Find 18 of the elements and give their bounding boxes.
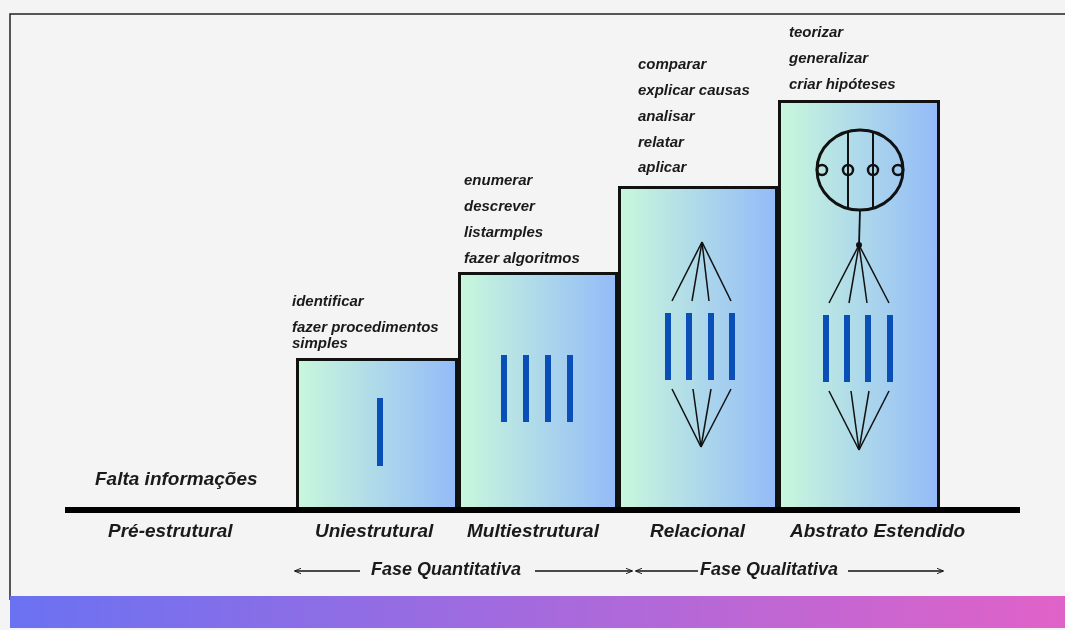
verb-text: descrever	[464, 198, 535, 214]
verb-text: comparar	[638, 56, 707, 72]
verb-text: identificar	[292, 293, 364, 309]
verb-text: teorizar	[789, 24, 844, 40]
phase-label: Fase Qualitativa	[700, 559, 839, 580]
verb-text: explicar causas	[638, 82, 750, 98]
level-label: Multiestrutural	[467, 520, 599, 542]
verb-text: enumerar	[464, 172, 533, 188]
verb-text: fazer procedimentos simples	[292, 319, 440, 351]
phase-label: Fase Quantitativa	[371, 559, 522, 580]
level-label: Abstrato Estendido	[790, 520, 966, 542]
level-label: Uniestrutural	[315, 520, 434, 542]
level-label: Falta informações	[95, 468, 258, 490]
verb-text: fazer algoritmos	[464, 250, 580, 266]
level-label: Pré-estrutural	[108, 520, 233, 542]
level-label: Relacional	[650, 520, 746, 542]
verb-text: relatar	[638, 134, 684, 150]
verb-text: analisar	[638, 108, 695, 124]
